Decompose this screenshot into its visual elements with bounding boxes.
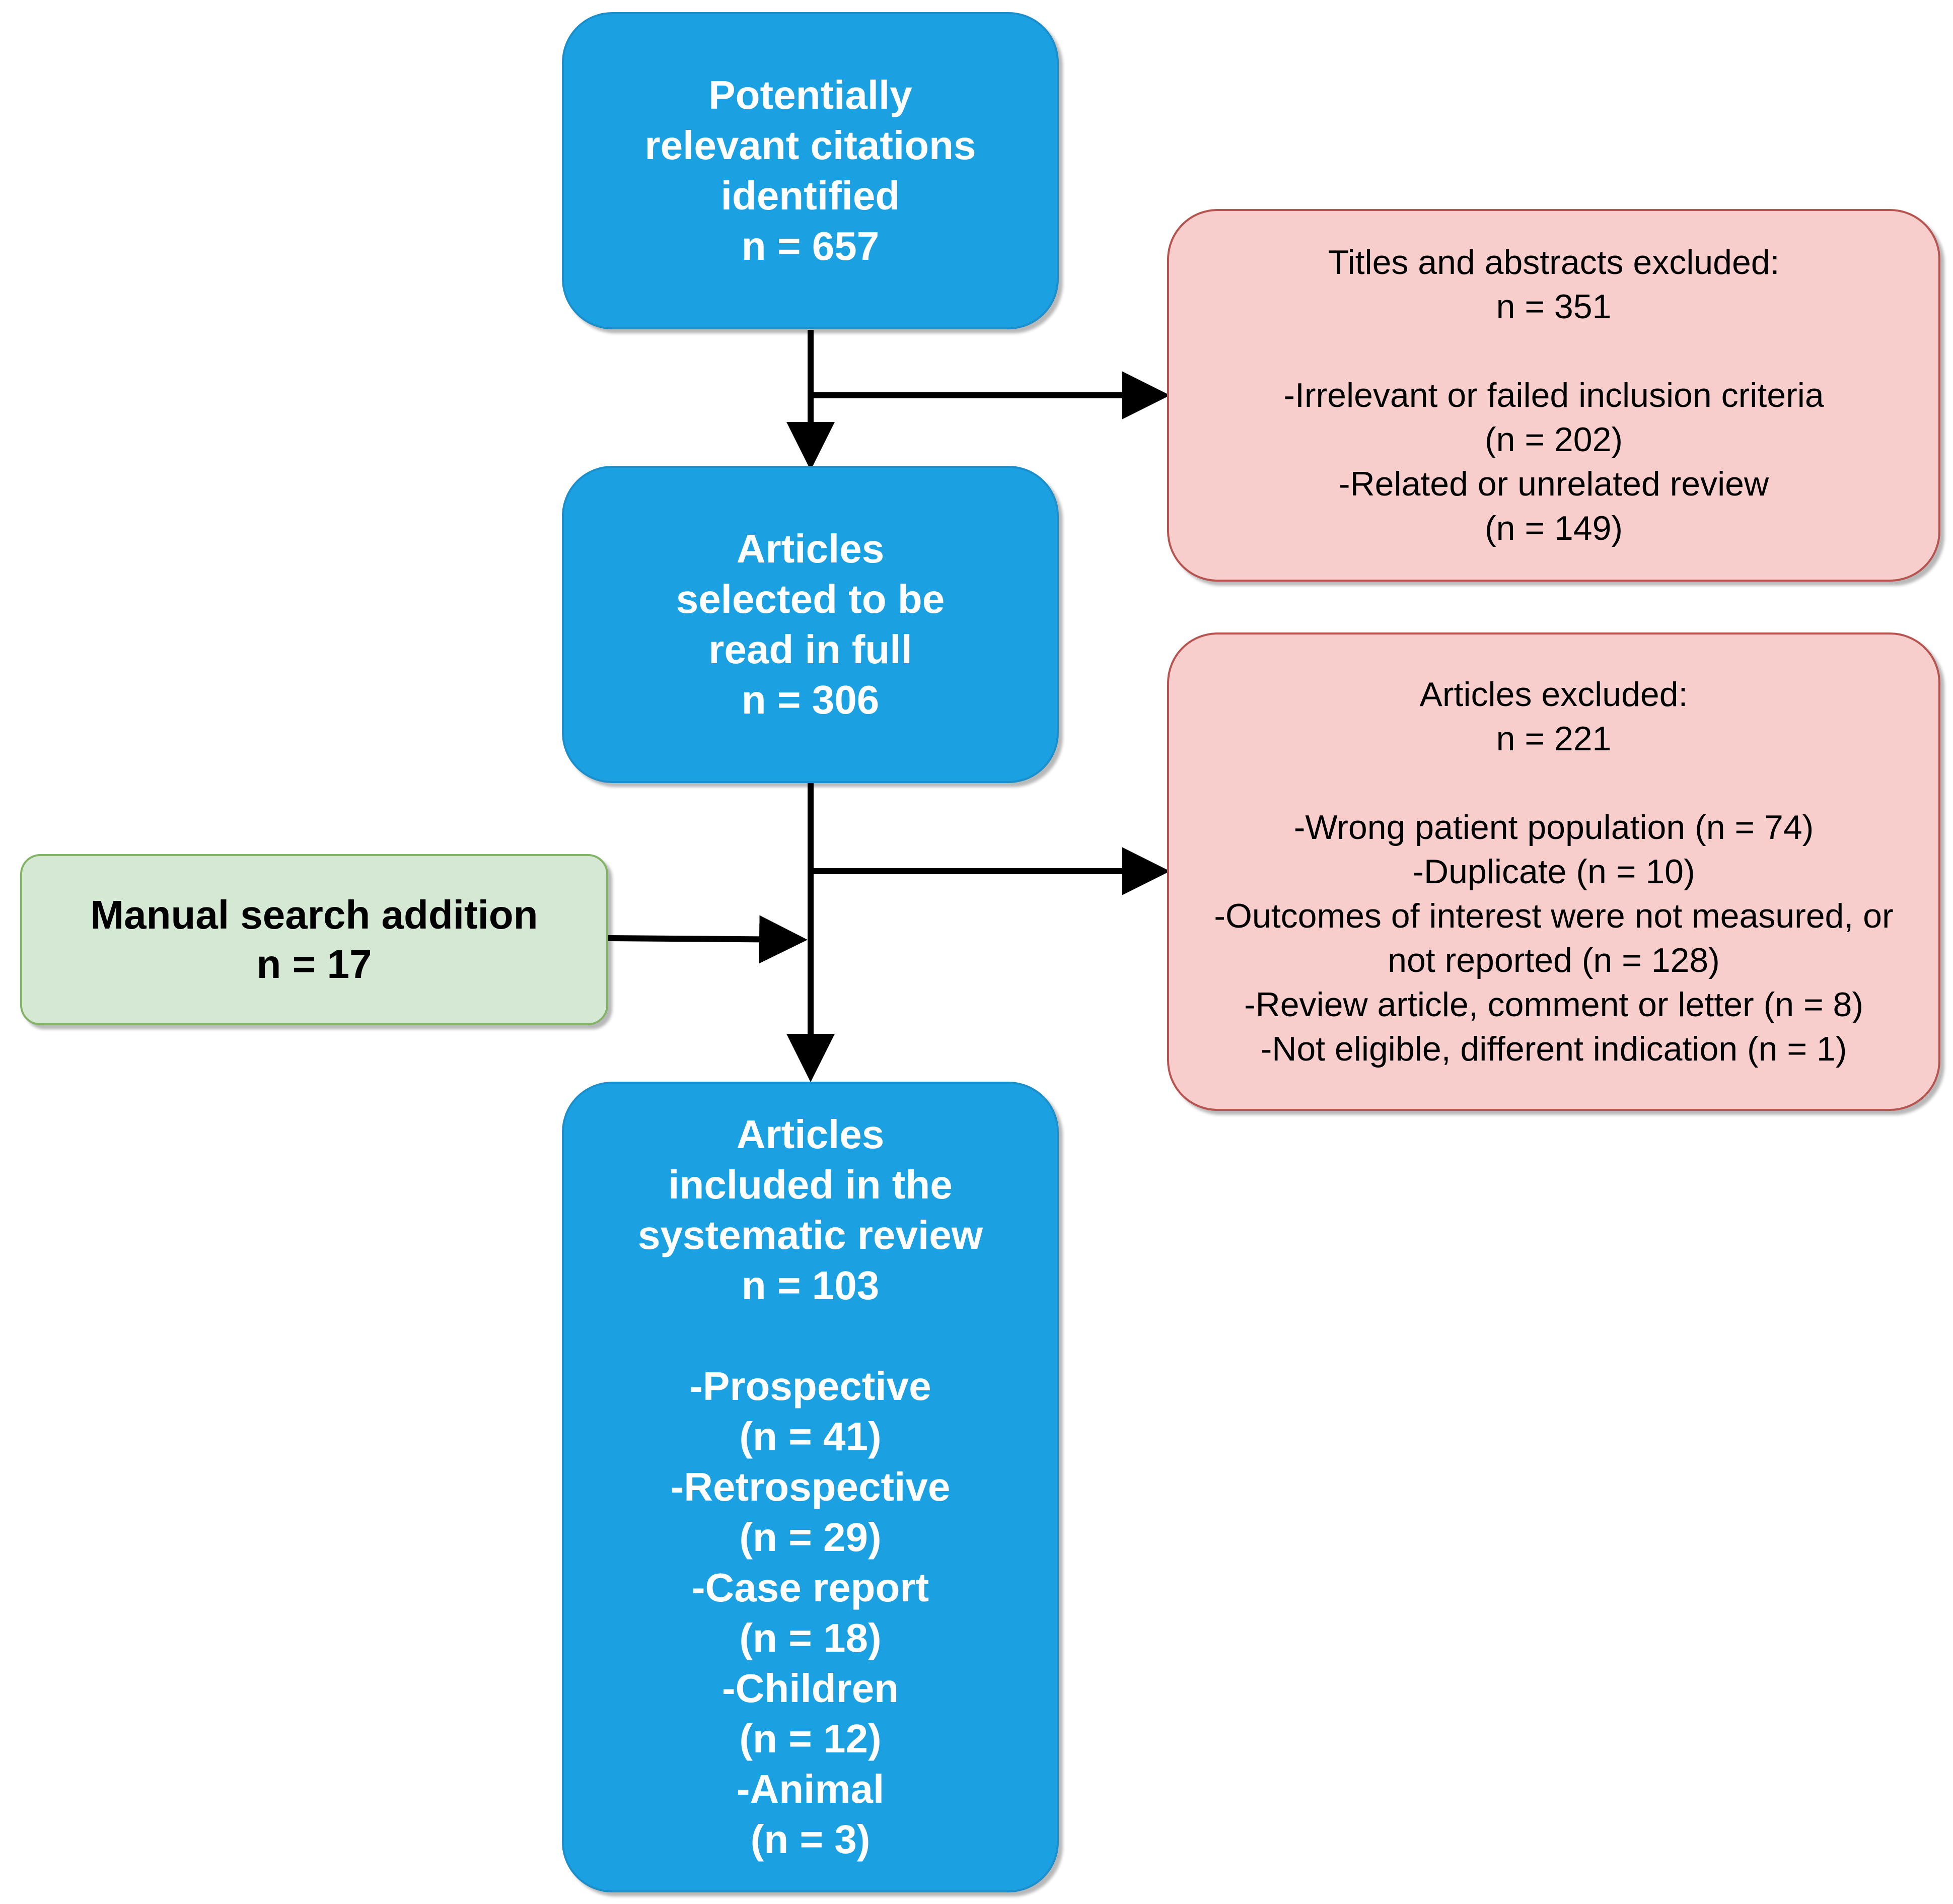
articles-excluded-item-3: -Outcomes of interest were not measured,… xyxy=(1214,897,1894,935)
articles-excluded-item-5: -Review article, comment or letter (n = … xyxy=(1244,985,1864,1024)
included-item-7: -Children xyxy=(721,1666,899,1711)
articles-excluded-item-2: -Duplicate (n = 10) xyxy=(1412,853,1695,891)
included-item-1: -Prospective xyxy=(689,1364,931,1408)
included-item-9: -Animal xyxy=(736,1767,885,1811)
identified-count: n = 657 xyxy=(741,224,880,268)
included-item-4: (n = 29) xyxy=(739,1515,882,1560)
arrow-manual-to-flow xyxy=(608,915,808,964)
titles-excluded-item-4: (n = 149) xyxy=(1484,509,1623,547)
manual-search-box: Manual search addition n = 17 xyxy=(20,854,608,1025)
identified-line-1: Potentially xyxy=(708,73,912,117)
included-item-3: -Retrospective xyxy=(670,1464,951,1509)
articles-excluded-item-6: -Not eligible, different indication (n =… xyxy=(1260,1030,1847,1068)
included-item-8: (n = 12) xyxy=(739,1716,882,1761)
included-item-6: (n = 18) xyxy=(739,1615,882,1660)
included-item-5: -Case report xyxy=(691,1565,929,1610)
articles-excluded-count: n = 221 xyxy=(1496,720,1612,758)
included-item-10: (n = 3) xyxy=(750,1817,871,1862)
titles-excluded-heading: Titles and abstracts excluded: xyxy=(1328,243,1780,281)
titles-excluded-item-2: (n = 202) xyxy=(1484,420,1623,459)
articles-excluded-item-4: not reported (n = 128) xyxy=(1388,941,1720,979)
full-read-count: n = 306 xyxy=(741,677,880,722)
full-read-box: Articles selected to be read in full n =… xyxy=(562,466,1059,783)
included-line-2: included in the xyxy=(668,1162,953,1207)
full-read-line-1: Articles xyxy=(736,526,885,571)
articles-excluded-item-1: -Wrong patient population (n = 74) xyxy=(1293,808,1814,847)
identified-line-3: identified xyxy=(720,173,900,218)
identified-citations-box: Potentially relevant citations identifie… xyxy=(562,12,1059,329)
included-line-1: Articles xyxy=(736,1112,885,1157)
identified-line-2: relevant citations xyxy=(644,123,976,168)
titles-excluded-item-1: -Irrelevant or failed inclusion criteria xyxy=(1283,376,1824,414)
included-review-box: Articles included in the systematic revi… xyxy=(562,1082,1059,1892)
full-read-line-2: selected to be xyxy=(676,577,945,621)
titles-abstracts-excluded-box: Titles and abstracts excluded: n = 351 -… xyxy=(1167,209,1940,582)
manual-search-label: Manual search addition xyxy=(90,892,538,937)
titles-excluded-item-3: -Related or unrelated review xyxy=(1338,465,1769,503)
included-line-3: systematic review xyxy=(638,1213,983,1257)
articles-excluded-heading: Articles excluded: xyxy=(1419,675,1688,714)
included-count: n = 103 xyxy=(741,1263,880,1308)
manual-search-count: n = 17 xyxy=(256,942,372,986)
included-item-2: (n = 41) xyxy=(739,1414,882,1459)
titles-excluded-count: n = 351 xyxy=(1496,288,1612,326)
articles-excluded-box: Articles excluded: n = 221 -Wrong patien… xyxy=(1167,632,1940,1111)
full-read-line-3: read in full xyxy=(708,627,912,672)
